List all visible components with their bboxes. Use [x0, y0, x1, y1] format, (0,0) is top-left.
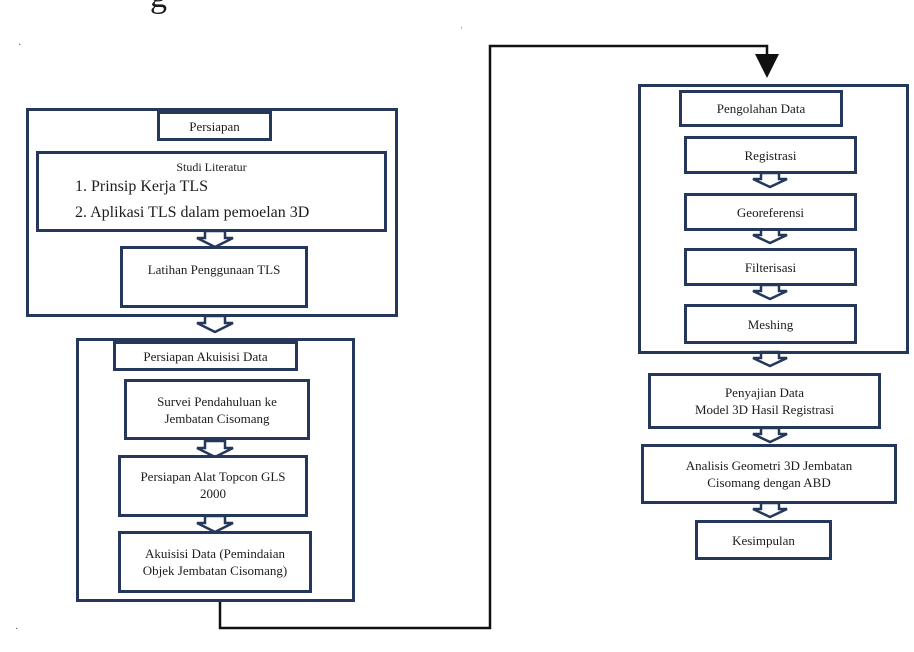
meshing-box: Meshing [684, 304, 857, 344]
alat-box: Persiapan Alat Topcon GLS 2000 [118, 455, 308, 517]
block-arrow [752, 501, 788, 519]
block-arrow [752, 283, 788, 301]
persiapan-akuisisi-group [76, 338, 355, 602]
filterisasi-box: Filterisasi [684, 248, 857, 286]
studi-literatur-item: 1. Prinsip Kerja TLS [75, 178, 209, 195]
cross-connector [218, 44, 769, 630]
studi-literatur-box: Studi Literatur 1. Prinsip Kerja TLS 2. … [36, 151, 387, 232]
studi-literatur-title: Studi Literatur [176, 160, 247, 174]
pengolahan-group [638, 84, 909, 354]
analisis-box: Analisis Geometri 3D Jembatan Cisomang d… [641, 444, 897, 504]
stray-dot: · [15, 624, 19, 635]
persiapan-box: Persiapan [157, 111, 272, 141]
akuisisi-box: Akuisisi Data (Pemindaian Objek Jembatan… [118, 531, 312, 593]
block-arrow [752, 171, 788, 189]
persiapan-akuisisi-box: Persiapan Akuisisi Data [113, 341, 298, 371]
georeferensi-box: Georeferensi [684, 193, 857, 231]
block-arrow [196, 229, 234, 249]
block-arrow [196, 514, 234, 534]
kesimpulan-box: Kesimpulan [695, 520, 832, 560]
stray-dot: ˈ [460, 26, 464, 37]
persiapan-group [26, 108, 398, 317]
studi-literatur-item: 2. Aplikasi TLS dalam pemoelan 3D [75, 204, 310, 221]
block-arrow [196, 439, 234, 459]
cropped-heading: g [150, 0, 167, 16]
arrowhead [755, 54, 779, 78]
survei-box: Survei Pendahuluan ke Jembatan Cisomang [124, 379, 310, 440]
block-arrow [752, 426, 788, 444]
block-arrow [196, 314, 234, 334]
penyajian-box: Penyajian Data Model 3D Hasil Registrasi [648, 373, 881, 429]
block-arrow [752, 350, 788, 368]
registrasi-box: Registrasi [684, 136, 857, 174]
stray-dot: · [18, 40, 22, 51]
pengolahan-box: Pengolahan Data [679, 90, 843, 127]
latihan-box: Latihan Penggunaan TLS [120, 246, 308, 308]
